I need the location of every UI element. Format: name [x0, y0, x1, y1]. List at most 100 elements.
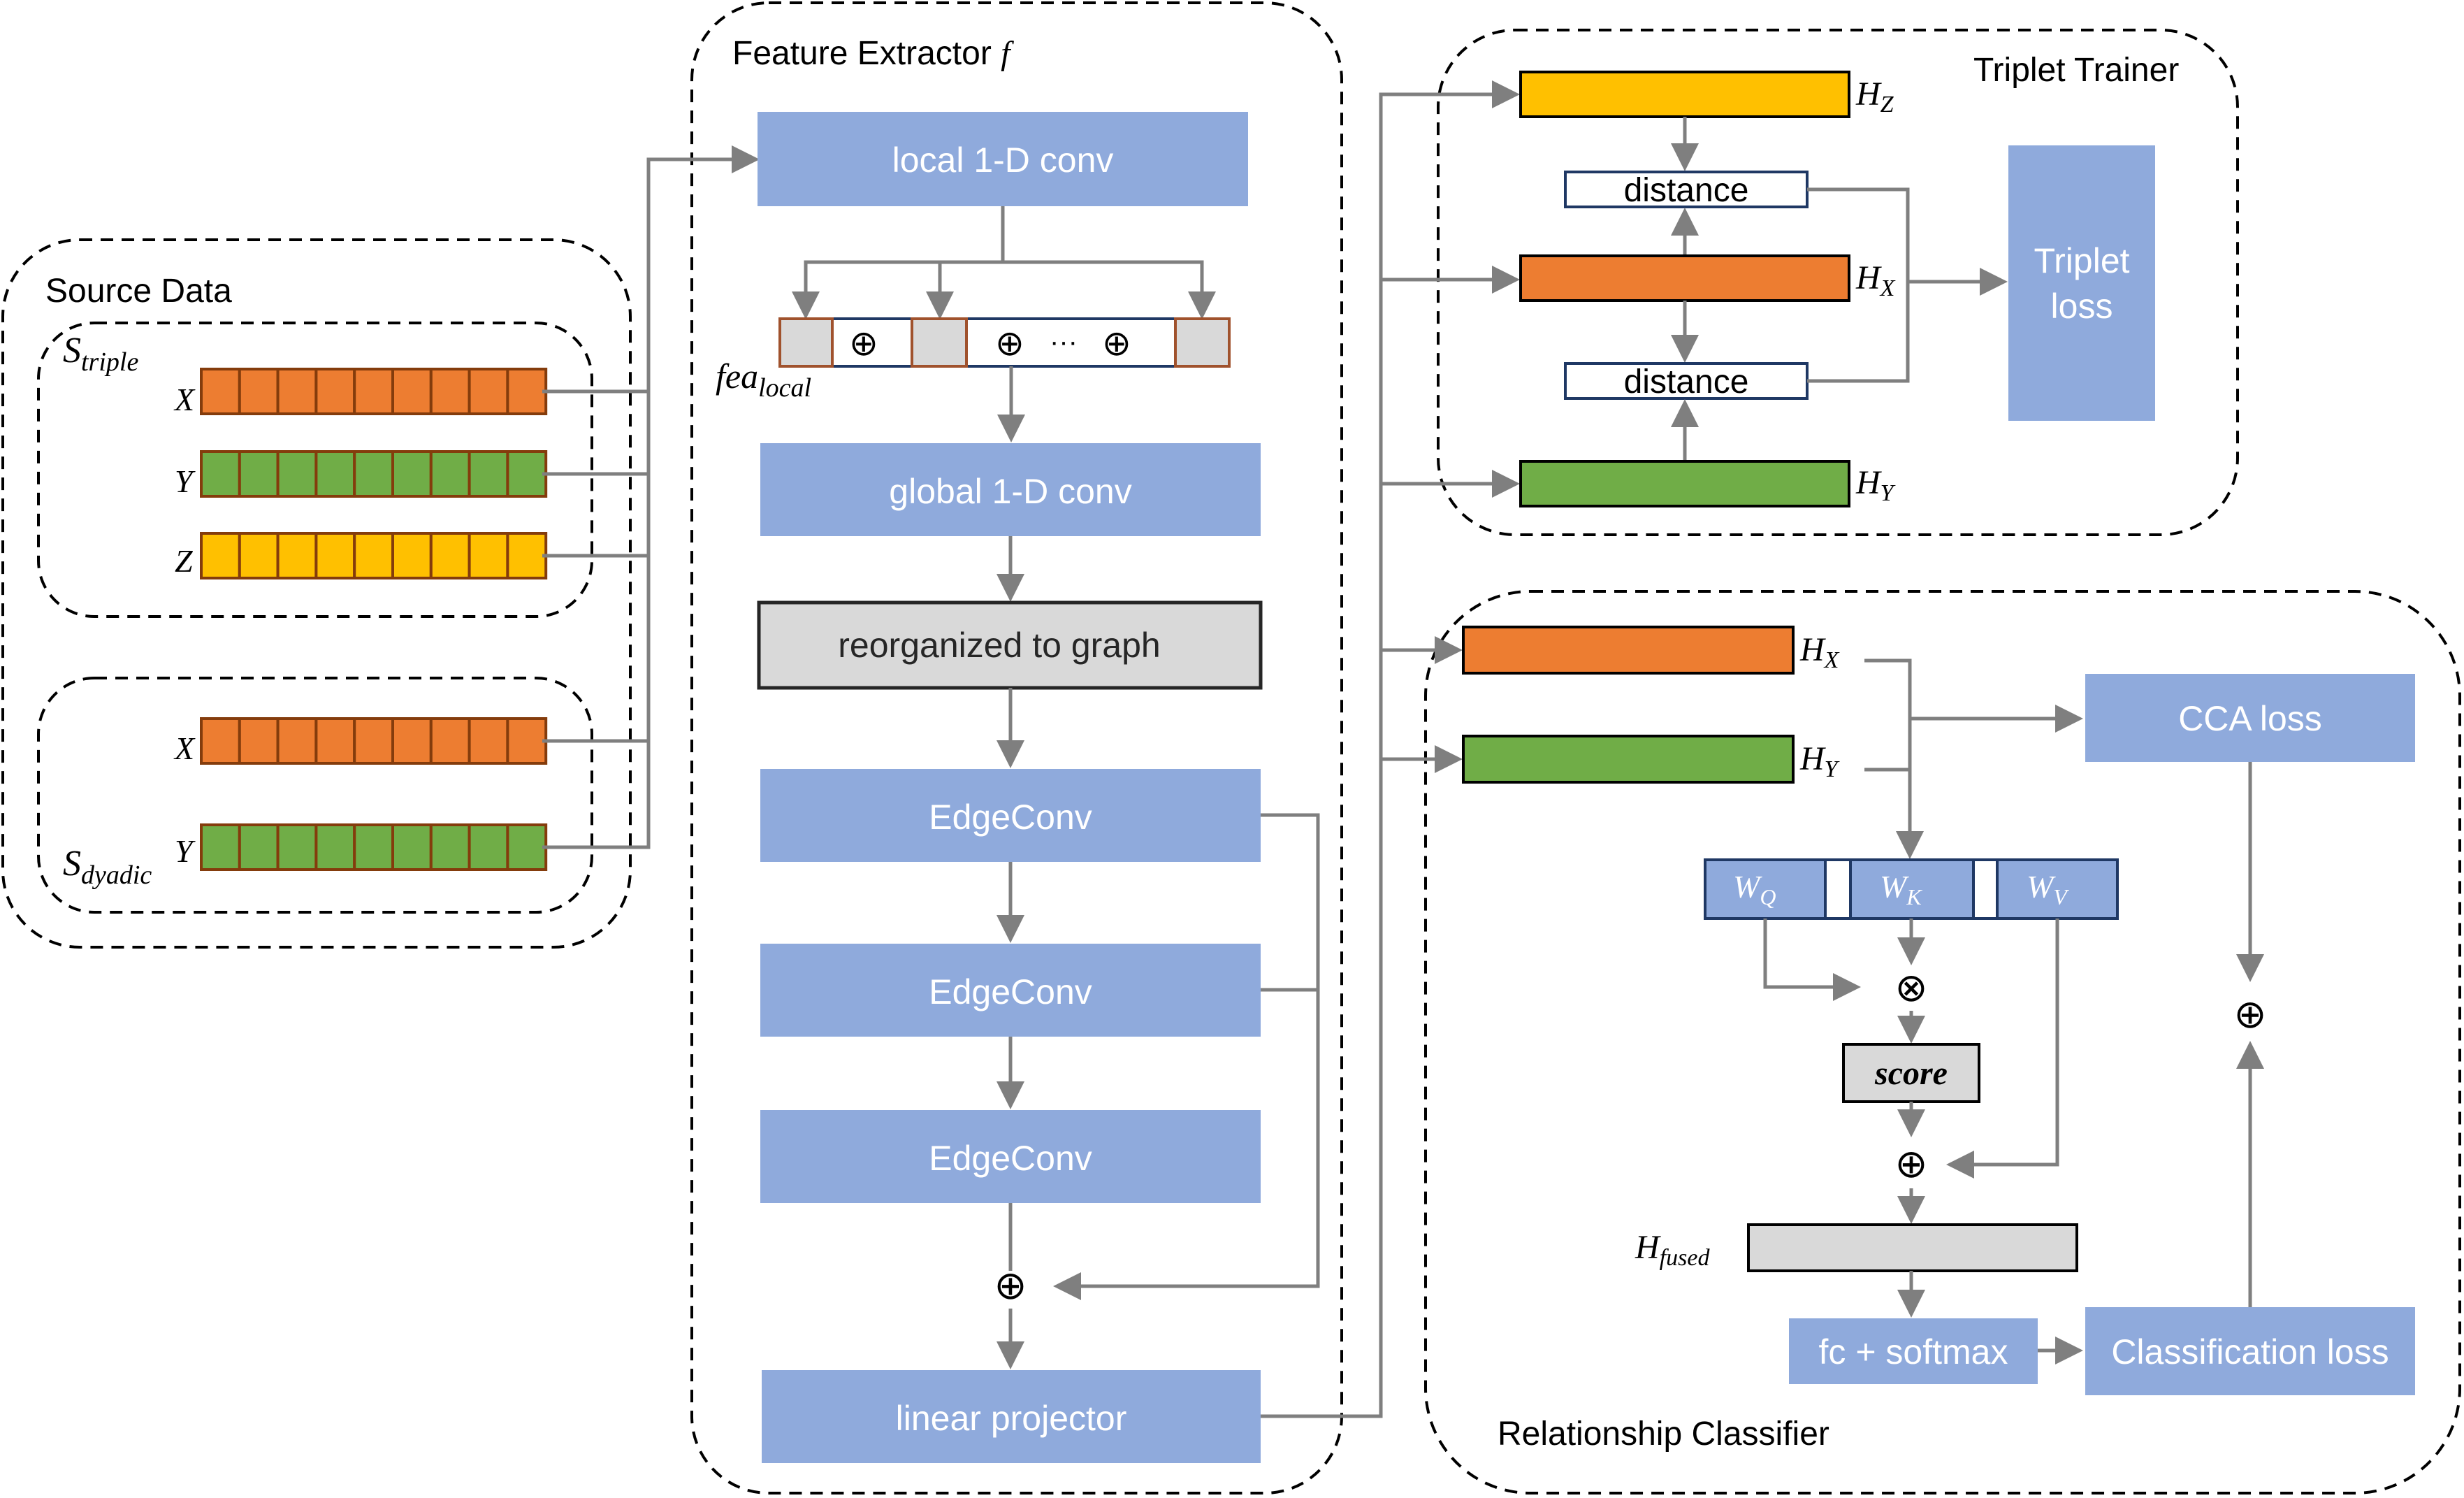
- local-branch-lines: [792, 206, 1005, 319]
- triplet-loss-box: [2008, 145, 2155, 421]
- hx-label-triplet: HX: [1855, 259, 1896, 301]
- cca-loss-label: CCA loss: [2178, 699, 2322, 738]
- sequence-cell: [314, 368, 356, 415]
- wk-cell: [1849, 858, 1975, 920]
- sequence-cell: [276, 450, 318, 498]
- wk-label: WK: [1880, 869, 1922, 909]
- y-dyadic-connector: [542, 391, 651, 849]
- hz-bar: [1519, 71, 1850, 118]
- fea-local-cell-3: [1174, 317, 1231, 368]
- source-data-group: [1, 238, 632, 949]
- y-label-dyadic: Y: [175, 833, 196, 869]
- sequence-cell: [391, 823, 433, 871]
- sequence-cell: [506, 717, 548, 765]
- fc-softmax-box: [1789, 1318, 2038, 1384]
- sequence-cell: [429, 532, 471, 579]
- hy-label-classifier: HY: [1799, 740, 1840, 782]
- ellipsis: ···: [1050, 326, 1078, 357]
- triplet-loss-line1: Triplet: [2034, 241, 2129, 280]
- source-connector-lines: [542, 145, 760, 394]
- sequence-cell: [353, 717, 395, 765]
- sequence-cell: [276, 368, 318, 415]
- y-label-triple: Y: [175, 463, 196, 499]
- wv-label: WV: [2027, 869, 2069, 909]
- sequence-cell: [238, 368, 280, 415]
- sequence-cell: [353, 823, 395, 871]
- source-data-title: Source Data: [45, 273, 232, 310]
- sequence-cell: [468, 450, 509, 498]
- fc-softmax-label: fc + softmax: [1819, 1332, 2008, 1371]
- local-branch-right: [1003, 260, 1216, 319]
- fea-local-label: fealocal: [716, 357, 811, 403]
- linear-projector-box: [762, 1370, 1261, 1463]
- z-sequence-triple: [200, 532, 548, 579]
- x-label-triple: X: [173, 382, 196, 417]
- oplus-symbol: ⊕: [1102, 324, 1131, 363]
- y-sequence-triple: [200, 450, 548, 498]
- sequence-cell: [506, 823, 548, 871]
- hy-bar-triplet: [1519, 460, 1850, 507]
- edgeconv-label-3: EdgeConv: [929, 1139, 1092, 1178]
- sequence-cell: [276, 823, 318, 871]
- sequence-cell: [353, 532, 395, 579]
- hx-bar-triplet: [1519, 254, 1850, 302]
- cca-loss-box: [2085, 674, 2415, 762]
- hfused-bar: [1747, 1223, 2078, 1272]
- projector-output-lines: [1261, 80, 1520, 1418]
- sequence-cell: [391, 717, 433, 765]
- sequence-cell: [238, 532, 280, 579]
- sequence-cell: [314, 450, 356, 498]
- sequence-cell: [391, 450, 433, 498]
- sequence-cell: [314, 717, 356, 765]
- fea-local-cell-2: [911, 317, 968, 368]
- triple-subgroup: [37, 322, 593, 618]
- hx-label-classifier: HX: [1799, 631, 1840, 673]
- wq-label: WQ: [1733, 869, 1776, 909]
- wv-cell: [1996, 858, 2119, 920]
- s-triple-label: Striple: [63, 331, 138, 377]
- sequence-cell: [276, 532, 318, 579]
- sequence-cell: [200, 823, 241, 871]
- hy-label-triplet: HY: [1855, 464, 1896, 506]
- dyadic-subgroup: [37, 677, 593, 914]
- x-label-dyadic: X: [173, 730, 196, 766]
- reorganized-label: reorganized to graph: [838, 626, 1160, 665]
- sequence-cell: [314, 532, 356, 579]
- distance-label-1: distance: [1624, 172, 1749, 209]
- sequence-cell: [506, 532, 548, 579]
- sequence-cell: [200, 532, 241, 579]
- relationship-classifier-title: Relationship Classifier: [1498, 1416, 1829, 1453]
- triplet-loss-line2: loss: [2051, 287, 2113, 326]
- sequence-cell: [353, 368, 395, 415]
- score-box: [1842, 1043, 1980, 1103]
- classification-loss-label: Classification loss: [2111, 1332, 2389, 1371]
- fea-local-strip: [778, 317, 1231, 368]
- oplus-symbol: ⊕: [849, 324, 878, 363]
- hx-bar-classifier: [1462, 626, 1795, 675]
- sequence-cell: [238, 823, 280, 871]
- sequence-cell: [238, 717, 280, 765]
- sequence-cell: [200, 717, 241, 765]
- sequence-cell: [429, 823, 471, 871]
- edgeconv-box-2: [760, 944, 1261, 1037]
- sequence-cell: [276, 717, 318, 765]
- sequence-cell: [468, 717, 509, 765]
- sequence-cell: [200, 368, 241, 415]
- sequence-cell: [429, 450, 471, 498]
- triplet-trainer-group: [1437, 29, 2239, 536]
- sequence-cell: [391, 368, 433, 415]
- edgeconv-box-1: [760, 769, 1261, 862]
- hfused-label: Hfused: [1635, 1229, 1710, 1271]
- feature-extractor-title: Feature Extractor f: [732, 35, 1014, 72]
- sequence-cell: [468, 532, 509, 579]
- linear-projector-label: linear projector: [896, 1399, 1127, 1438]
- sequence-cell: [468, 368, 509, 415]
- sequence-cell: [314, 823, 356, 871]
- wv-to-oplus: [1946, 919, 2059, 1179]
- sequence-cell: [353, 450, 395, 498]
- score-label: score: [1874, 1055, 1948, 1092]
- hy-bar-classifier: [1462, 735, 1795, 784]
- global-conv-box: [760, 443, 1261, 536]
- local-conv-box: [758, 112, 1248, 206]
